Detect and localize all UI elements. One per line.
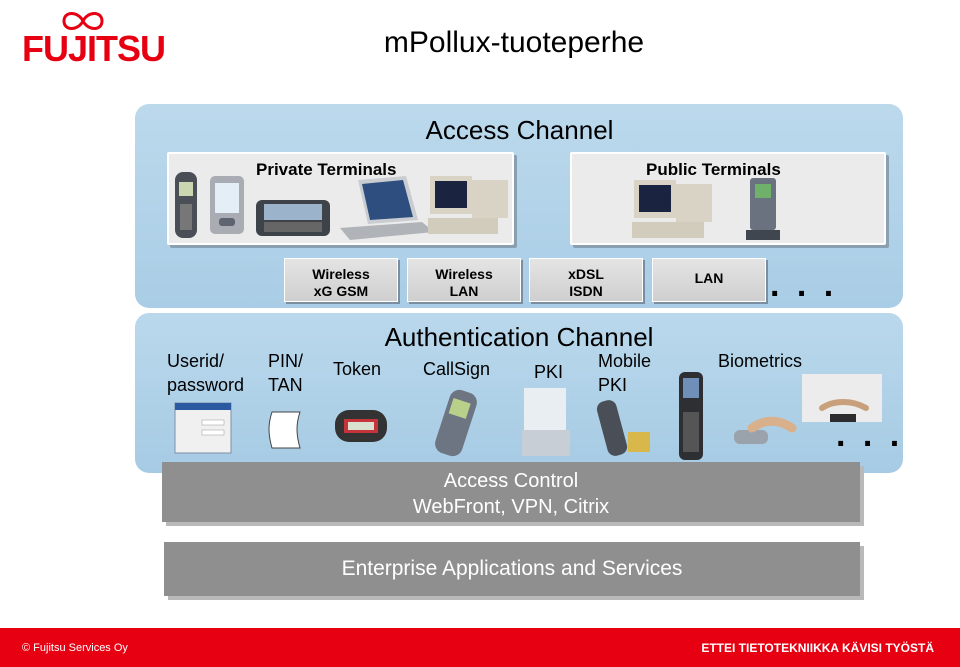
tan-list-icon: [268, 411, 301, 449]
enterprise-applications-label: Enterprise Applications and Services: [341, 557, 683, 580]
pda-icon: [210, 176, 244, 234]
network-label-line1: LAN: [694, 270, 724, 286]
token-label: Token: [333, 359, 382, 379]
network-xdsl-isdn: xDSL ISDN: [529, 258, 643, 302]
access-control-bar: Access Control WebFront, VPN, Citrix: [162, 462, 860, 522]
access-channel-title: Access Channel: [425, 115, 614, 145]
biometric-scanner-icon: [802, 374, 882, 422]
network-lan: LAN: [652, 258, 766, 302]
kiosk-icon: [746, 178, 780, 240]
callsign-label: CallSign: [423, 359, 491, 379]
private-devices-illustration: [175, 172, 508, 240]
private-terminals-label: Private Terminals: [256, 160, 397, 179]
network-label-line1: Wireless: [435, 266, 493, 282]
authentication-devices-illustration: [174, 372, 882, 460]
pin-label: PIN/: [268, 351, 304, 371]
token-icon: [335, 410, 387, 442]
logo-text: FUJITSU: [22, 28, 166, 69]
biometrics-label: Biometrics: [718, 351, 803, 371]
pki-card-reader-icon: [522, 388, 570, 456]
mobile-pki-label: PKI: [598, 375, 628, 395]
network-label-line1: xDSL: [568, 266, 604, 282]
authentication-channel-title: Authentication Channel: [384, 322, 654, 352]
more-networks-ellipsis: . . .: [770, 266, 838, 304]
network-label-line1: Wireless: [312, 266, 370, 282]
authentication-channel-panel: [135, 313, 903, 473]
access-control-label: Access Control: [443, 470, 579, 492]
infinity-logo-icon: [62, 12, 104, 30]
fingerprint-reader-icon: [734, 416, 797, 444]
laptop-icon: [340, 176, 434, 240]
public-terminals-label: Public Terminals: [646, 160, 781, 179]
network-wireless-gsm: Wireless xG GSM: [284, 258, 398, 302]
mobile-label: Mobile: [598, 351, 652, 371]
desktop-computer-icon: [428, 176, 508, 234]
footer-bar: [0, 628, 960, 667]
clamshell-phone-icon: [679, 372, 703, 460]
network-label-line2: LAN: [449, 283, 479, 299]
copyright-symbol: ©: [22, 642, 31, 654]
userid-label: Userid/: [167, 351, 225, 371]
login-dialog-icon: [174, 402, 232, 454]
more-auth-methods-ellipsis: . . .: [836, 416, 904, 454]
page-title: mPollux-tuoteperhe: [383, 26, 645, 59]
network-label-line2: ISDN: [569, 283, 603, 299]
tan-label: TAN: [268, 375, 303, 395]
network-label-line2: xG GSM: [313, 283, 369, 299]
access-control-sublabel: WebFront, VPN, Citrix: [412, 496, 610, 518]
footer-copyright: © Fujitsu Services Oy: [22, 642, 128, 654]
pki-label: PKI: [534, 362, 564, 382]
mobile-phone-icon: [435, 389, 477, 457]
sim-phone-icon: [596, 400, 650, 456]
communicator-icon: [256, 200, 330, 236]
public-terminals-box: [570, 152, 886, 245]
password-label: password: [167, 375, 245, 395]
enterprise-applications-bar: Enterprise Applications and Services: [164, 542, 860, 596]
footer-slogan: ETTEI TIETOTEKNIIKKA KÄVISI TYÖSTÄ: [701, 641, 934, 655]
network-wireless-lan: Wireless LAN: [407, 258, 521, 302]
public-devices-illustration: [632, 178, 780, 240]
fujitsu-logo: FUJITSU: [22, 8, 166, 70]
desktop-computer-icon: [632, 180, 712, 238]
footer-company: Fujitsu Services Oy: [33, 642, 128, 654]
mobile-phone-icon: [175, 172, 197, 238]
